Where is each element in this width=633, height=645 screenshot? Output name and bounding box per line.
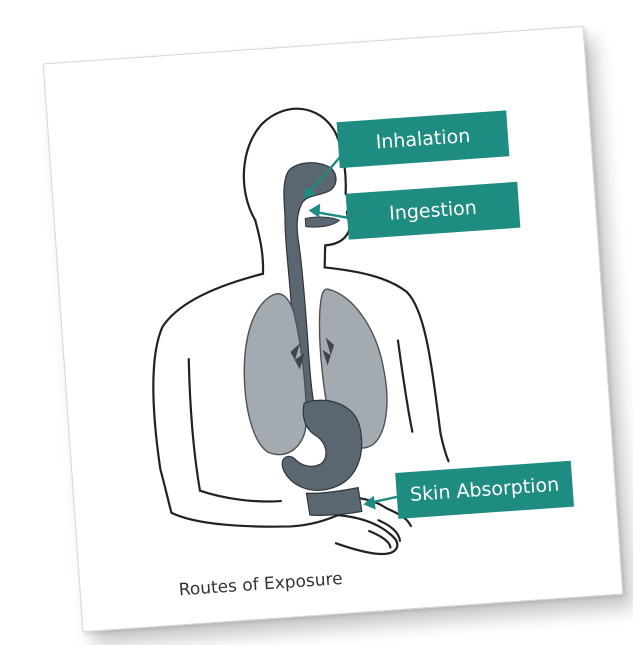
- body-illustration: [44, 27, 622, 631]
- ingestion-arrowhead: [308, 204, 321, 219]
- skin-absorption-arrowhead: [363, 495, 376, 510]
- diagram-card: Inhalation Ingestion Skin Absorption Rou…: [43, 26, 623, 632]
